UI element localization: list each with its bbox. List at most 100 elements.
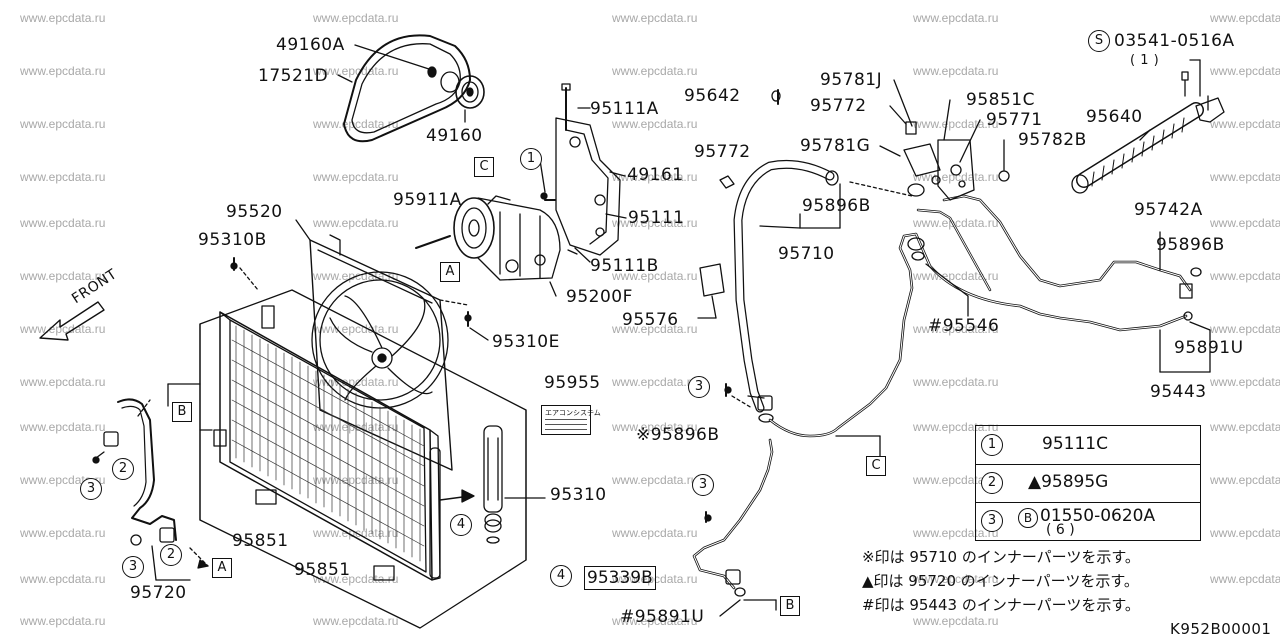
watermark: www.epcdata.ru bbox=[612, 375, 698, 389]
watermark: www.epcdata.ru bbox=[612, 216, 698, 230]
watermark: www.epcdata.ru bbox=[913, 170, 999, 184]
part-label: 95310E bbox=[492, 332, 560, 352]
part-label: 95576 bbox=[622, 310, 679, 330]
part-label: 95781J bbox=[820, 70, 883, 90]
part-label: 95111A bbox=[590, 99, 659, 119]
watermark: www.epcdata.ru bbox=[913, 269, 999, 283]
watermark: www.epcdata.ru bbox=[612, 526, 698, 540]
callout-1: 1 bbox=[520, 148, 542, 170]
compressor-bracket bbox=[556, 84, 620, 255]
part-label: 95310 bbox=[550, 485, 607, 505]
hose-95640 bbox=[1072, 72, 1224, 193]
legend-value-3: 01550-0620A bbox=[1040, 506, 1156, 526]
part-label: 95742A bbox=[1134, 200, 1203, 220]
watermark: www.epcdata.ru bbox=[1210, 375, 1280, 389]
part-label: 49160 bbox=[426, 126, 483, 146]
watermark: www.epcdata.ru bbox=[612, 269, 698, 283]
watermark: www.epcdata.ru bbox=[313, 614, 399, 628]
watermark: www.epcdata.ru bbox=[612, 473, 698, 487]
part-label: 49160A bbox=[276, 35, 345, 55]
watermark: www.epcdata.ru bbox=[313, 64, 399, 78]
part-label: 95851C bbox=[966, 90, 1035, 110]
callout-2: 2 bbox=[112, 458, 134, 480]
part-label: #95891U bbox=[620, 607, 705, 627]
reference-box-a: A bbox=[212, 558, 232, 578]
part-95339B-box: 95339B bbox=[584, 566, 656, 590]
note-3: #印は 95443 のインナーパーツを示す。 bbox=[862, 596, 1140, 614]
pipe-95443 bbox=[694, 234, 1192, 596]
watermark: www.epcdata.ru bbox=[20, 11, 106, 25]
watermark: www.epcdata.ru bbox=[313, 117, 399, 131]
watermark: www.epcdata.ru bbox=[1210, 420, 1280, 434]
watermark: www.epcdata.ru bbox=[612, 64, 698, 78]
sticker-text: エアコンシステム bbox=[545, 409, 601, 417]
part-label: 95772 bbox=[694, 142, 751, 162]
watermark: www.epcdata.ru bbox=[20, 375, 106, 389]
watermark: www.epcdata.ru bbox=[1210, 117, 1280, 131]
hose-95710 bbox=[738, 164, 838, 422]
part-qty: ( 1 ) bbox=[1130, 53, 1160, 68]
watermark: www.epcdata.ru bbox=[913, 526, 999, 540]
watermark: www.epcdata.ru bbox=[913, 614, 999, 628]
watermark: www.epcdata.ru bbox=[313, 216, 399, 230]
watermark: www.epcdata.ru bbox=[1210, 322, 1280, 336]
watermark: www.epcdata.ru bbox=[313, 170, 399, 184]
watermark: www.epcdata.ru bbox=[913, 375, 999, 389]
watermark: www.epcdata.ru bbox=[20, 170, 106, 184]
watermark: www.epcdata.ru bbox=[1210, 170, 1280, 184]
watermark: www.epcdata.ru bbox=[20, 269, 106, 283]
watermark: www.epcdata.ru bbox=[612, 170, 698, 184]
part-label: ※95896B bbox=[636, 425, 720, 445]
pulley bbox=[428, 67, 484, 108]
legend-callout-3: 3 bbox=[981, 510, 1003, 532]
part-label: 17521D bbox=[258, 66, 329, 86]
watermark: www.epcdata.ru bbox=[1210, 64, 1280, 78]
legend-value-1: 95111C bbox=[1042, 434, 1108, 454]
sticker-line bbox=[545, 419, 587, 420]
pipe-95720 bbox=[93, 399, 176, 545]
part-label: 95955 bbox=[544, 373, 601, 393]
callout-4: 4 bbox=[550, 565, 572, 587]
part-label: 95911A bbox=[393, 190, 462, 210]
sticker-line bbox=[545, 424, 587, 425]
reference-box-b: B bbox=[780, 596, 800, 616]
reference-box-c: C bbox=[474, 157, 494, 177]
part-label: 95200F bbox=[566, 287, 633, 307]
watermark: www.epcdata.ru bbox=[612, 117, 698, 131]
part-label: 95520 bbox=[226, 202, 283, 222]
legend-callout-2: 2 bbox=[981, 472, 1003, 494]
watermark: www.epcdata.ru bbox=[913, 322, 999, 336]
watermark: www.epcdata.ru bbox=[913, 64, 999, 78]
part-label: 95640 bbox=[1086, 107, 1143, 127]
watermark: www.epcdata.ru bbox=[1210, 216, 1280, 230]
sticker-line bbox=[545, 429, 587, 430]
part-label: 95710 bbox=[778, 244, 835, 264]
watermark: www.epcdata.ru bbox=[20, 117, 106, 131]
legend-row-1: 1 95111C bbox=[976, 426, 1200, 465]
part-label: 95111B bbox=[590, 256, 659, 276]
watermark: www.epcdata.ru bbox=[612, 11, 698, 25]
watermark: www.epcdata.ru bbox=[1210, 572, 1280, 586]
part-label: 95851 bbox=[294, 560, 351, 580]
watermark: www.epcdata.ru bbox=[20, 64, 106, 78]
callout-3: 3 bbox=[122, 556, 144, 578]
part-label: 95642 bbox=[684, 86, 741, 106]
note-1: ※印は 95710 のインナーパーツを示す。 bbox=[862, 548, 1140, 566]
part-label: 95781G bbox=[800, 136, 871, 156]
watermark: www.epcdata.ru bbox=[20, 526, 106, 540]
aircon-system-sticker: エアコンシステム bbox=[541, 405, 601, 435]
watermark: www.epcdata.ru bbox=[913, 11, 999, 25]
legend-row-2: 2 ▲95895G bbox=[976, 464, 1200, 503]
watermark: www.epcdata.ru bbox=[612, 614, 698, 628]
watermark: www.epcdata.ru bbox=[612, 322, 698, 336]
part-label: 49161 bbox=[627, 165, 684, 185]
callout-2: 2 bbox=[160, 544, 182, 566]
legend-qty-3: ( 6 ) bbox=[1046, 522, 1075, 538]
joint-block bbox=[904, 122, 1009, 200]
legend-value-2: ▲95895G bbox=[1028, 472, 1109, 492]
callout-3: 3 bbox=[692, 474, 714, 496]
watermark: www.epcdata.ru bbox=[313, 11, 399, 25]
watermark: www.epcdata.ru bbox=[913, 572, 999, 586]
